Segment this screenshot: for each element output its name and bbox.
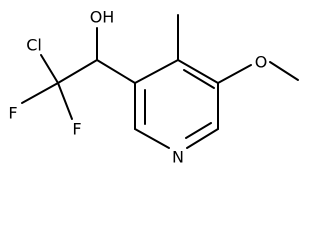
structure-diagram: OH Cl F F O N (8, 8, 299, 167)
bond-ring-c4-c5 (177, 59, 219, 84)
chlorine-label: Cl (26, 36, 42, 55)
bond-c-f-left (21, 82, 59, 104)
bond-ring-n-c2 (134, 128, 170, 149)
bond-ring-c6-n-inner (185, 122, 212, 139)
bond-ring-c4-c5-inner (183, 69, 215, 89)
bond-ring-c3-c4 (134, 59, 179, 84)
bond-c-cl (40, 54, 59, 84)
fluorine-left-label: F (8, 104, 17, 123)
bond-c-cf2cl (57, 59, 98, 84)
fluorine-right-label: F (72, 120, 81, 139)
ring-nitrogen-label: N (172, 148, 184, 167)
bond-c-o-methoxy (217, 64, 252, 84)
hydroxyl-label: OH (90, 8, 115, 27)
bond-c-ring (96, 59, 136, 84)
bond-c-f-right (57, 82, 73, 120)
bond-ring-c6-n (186, 128, 219, 149)
bond-o-methyl (269, 61, 299, 81)
methoxy-oxygen-label: O (255, 53, 268, 72)
